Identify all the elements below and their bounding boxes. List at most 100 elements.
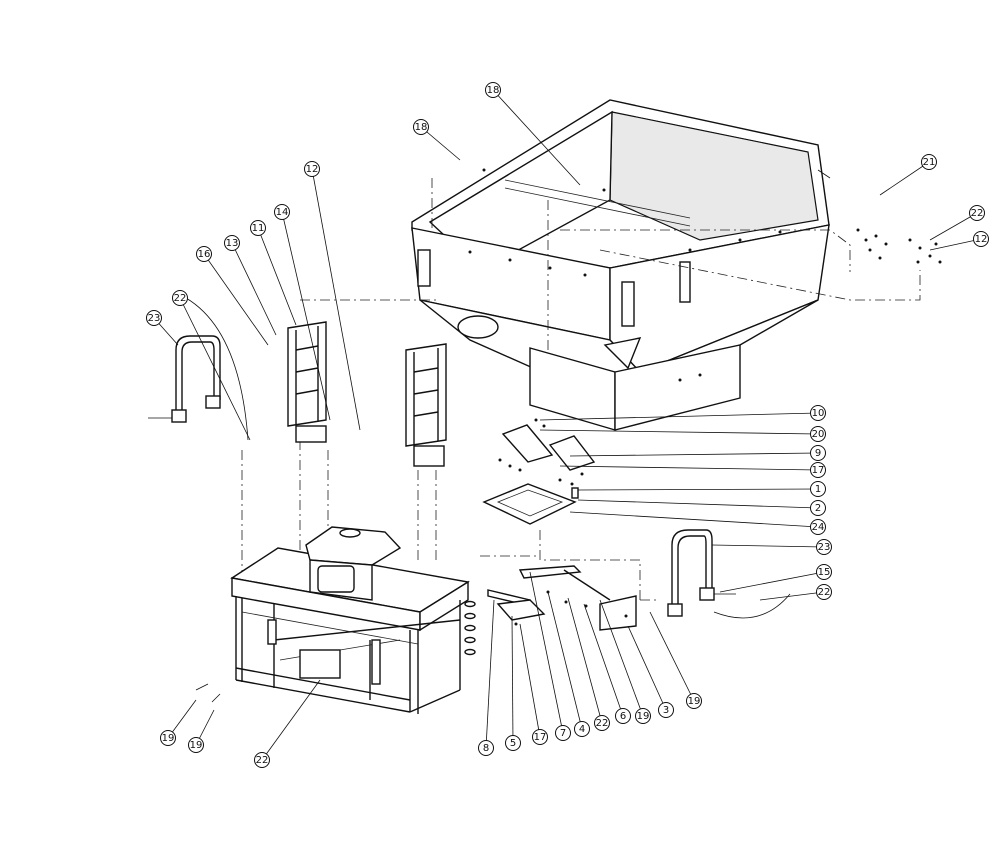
callout-19: 19 [649,611,702,709]
callout-balloon [973,231,989,247]
callout-number: 6 [620,711,626,722]
callout-13: 13 [224,235,277,336]
callout-number: 18 [415,122,428,133]
callout-balloon [254,752,270,768]
callout-leader [929,238,982,251]
callout-1: 1 [577,481,826,497]
callout-number: 17 [812,465,825,476]
callout-number: 12 [306,164,319,175]
callout-8: 8 [478,599,495,756]
callout-balloon [274,204,290,220]
callout-leader [311,168,361,431]
callout-leader [649,611,695,702]
callout-leader [879,161,930,196]
callout-number: 2 [815,503,821,514]
callout-balloon [810,519,826,535]
callout-leader [567,597,603,724]
callout-balloon [810,405,826,421]
callout-balloon [810,500,826,516]
callout-20: 20 [539,426,826,442]
callout-leader [569,511,819,528]
base-frame [195,526,476,714]
callout-balloon [532,729,548,745]
bar-parts [487,565,637,631]
callout-18: 18 [413,119,461,161]
callout-16: 16 [196,246,269,346]
callout-leader [627,625,667,711]
callout-17: 17 [519,623,548,745]
callout-19: 19 [599,599,651,724]
callout-21: 21 [879,154,937,196]
handle-right [667,529,736,617]
ladder-left [287,321,327,443]
callout-leader [929,212,978,241]
callout-leader [547,591,583,730]
hose-left [185,297,249,441]
callout-18: 18 [485,82,581,186]
callout-15: 15 [719,564,832,593]
callout-leader [492,89,581,186]
callout-12: 12 [929,231,989,251]
hose-right [713,593,791,619]
callout-number: 12 [975,234,988,245]
callout-6: 6 [583,603,631,724]
callout-23: 23 [711,539,832,555]
callout-number: 23 [818,542,831,553]
callout-number: 21 [923,157,936,168]
callout-leader [420,126,461,161]
callout-number: 3 [663,705,669,716]
callout-leader [281,211,331,421]
callout-balloon [196,246,212,262]
callout-19: 19 [188,709,215,753]
callout-balloon [816,564,832,580]
callout-balloon [574,721,590,737]
callout-balloon [224,235,240,251]
callout-leader [231,242,277,336]
callout-5: 5 [505,615,521,751]
callout-leader [599,599,644,717]
callout-number: 13 [226,238,239,249]
callout-10: 10 [539,405,826,421]
callout-balloon [816,584,832,600]
fastener-dots [856,228,942,264]
callout-leader [257,227,297,326]
callout-leader [759,591,825,601]
callout-balloon [658,702,674,718]
callout-balloon [304,161,320,177]
callout-number: 9 [815,448,821,459]
callout-leader [203,253,269,346]
callout-number: 1 [815,484,821,495]
callout-3: 3 [627,625,674,718]
plate-9-17 [498,418,596,486]
callout-12: 12 [304,161,361,431]
callout-balloon [555,725,571,741]
callout-24: 24 [569,511,826,535]
callout-23: 23 [146,310,179,346]
callout-balloon [172,290,188,306]
callout-balloon [478,740,494,756]
callout-leader [719,571,825,593]
callout-leader [261,679,321,761]
callout-number: 15 [818,567,831,578]
callout-7: 7 [529,571,571,741]
washer-stack [464,600,476,656]
callout-leader [583,603,624,717]
callout-number: 22 [596,718,609,729]
callout-balloon [594,715,610,731]
callout-17: 17 [559,462,826,478]
callout-number: 24 [812,522,825,533]
callout-14: 14 [274,204,331,421]
handle-left [148,335,221,423]
callout-leader [569,452,819,457]
callout-balloon [810,445,826,461]
callout-22: 22 [759,584,832,601]
callout-number: 20 [812,429,825,440]
callout-number: 16 [198,249,211,260]
callout-leader [577,499,819,509]
callout-number: 23 [148,313,161,324]
callout-number: 11 [252,223,265,234]
callout-number: 8 [483,743,489,754]
callout-number: 22 [174,293,187,304]
callout-number: 22 [971,208,984,219]
